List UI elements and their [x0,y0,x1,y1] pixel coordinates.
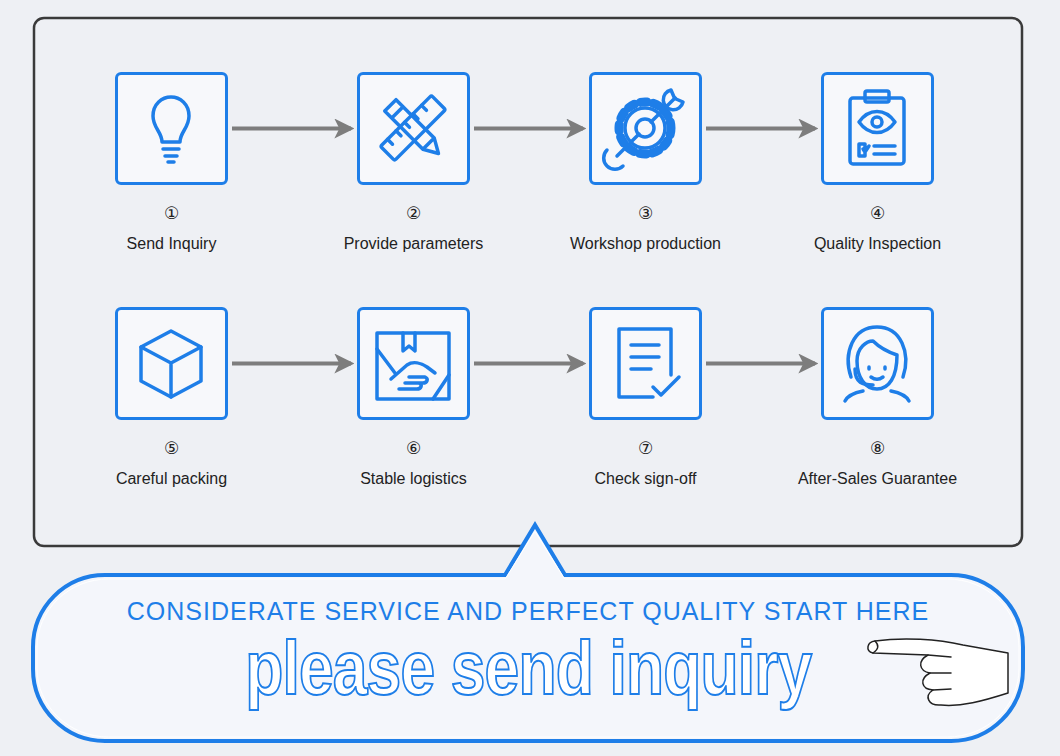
bulb-icon [153,97,189,162]
design-icon [380,95,445,160]
flow-arrow [706,127,815,131]
tagline: CONSIDERATE SERVICE AND PERFECT QUALITY … [127,597,930,626]
step-number: ⑤ [164,438,179,458]
step-number: ③ [638,203,653,223]
step-label: Workshop production [570,235,721,253]
step-box: ⑦Check sign-off [589,307,702,420]
support-icon [845,327,909,401]
cube-icon [141,331,201,397]
delivery-icon [377,333,449,399]
step-box: ④Quality Inspection [821,72,934,185]
step-number: ⑧ [870,438,885,458]
step-label: Provide parameters [344,235,484,253]
step-box: ③Workshop production [589,72,702,185]
flow-arrow [232,362,351,366]
step-label: Quality Inspection [814,235,941,253]
document-icon [619,329,679,397]
step-box: ⑥Stable logistics [357,307,470,420]
step-label: Check sign-off [595,470,697,488]
flow-arrow [232,127,351,131]
step-number: ② [406,203,421,223]
step-number: ⑥ [406,438,421,458]
bubble-inner-line [37,531,1019,737]
inspection-icon [850,91,904,164]
step-label: Stable logistics [360,470,467,488]
step-box: ⑧After-Sales Guarantee [821,307,934,420]
step-label: Send Inquiry [127,235,217,253]
pointing-hand [868,639,1008,705]
box-fills [115,72,934,420]
step-box: ②Provide parameters [357,72,470,185]
flow-arrow [474,127,583,131]
callout-bubble: CONSIDERATE SERVICE AND PERFECT QUALITY … [33,575,1023,741]
step-label: After-Sales Guarantee [798,470,957,488]
step-number: ④ [870,203,885,223]
flow-arrow [474,362,583,366]
bubble-shape [33,525,1023,741]
gear-wrench-icon [604,90,683,169]
flow-arrow [706,362,815,366]
panel-frame [34,18,1022,546]
step-number: ⑦ [638,438,653,458]
step-box: ⑤Careful packing [115,307,228,420]
step-box: ①Send Inquiry [115,72,228,185]
step-number: ① [164,203,179,223]
call-to-action: please send inquiry [245,630,811,706]
step-label: Careful packing [116,470,227,488]
